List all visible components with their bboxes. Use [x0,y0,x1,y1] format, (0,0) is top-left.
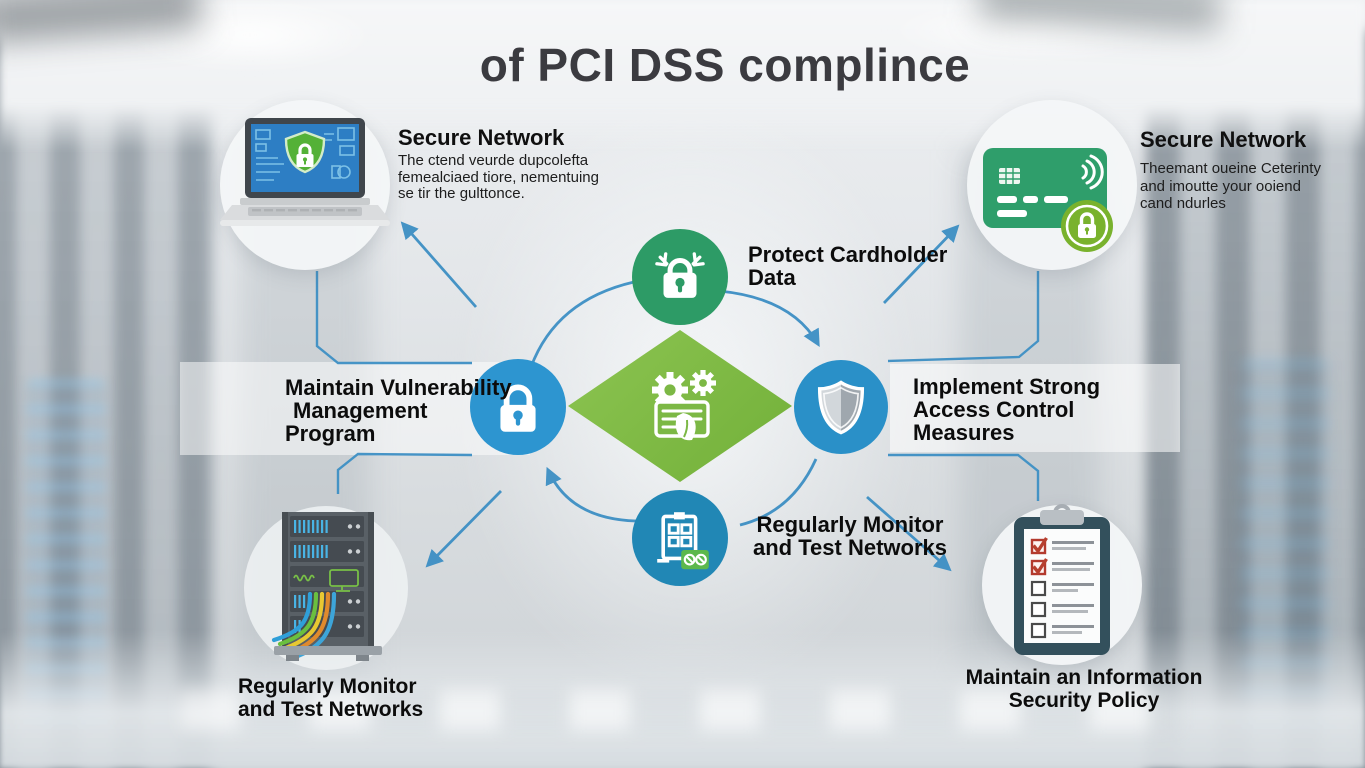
shield-icon [817,380,865,435]
secure-network-laptop-node [220,100,390,270]
vulnerability-label: Maintain Vulnerability Management Progra… [285,375,512,446]
secure-network-card-node [967,100,1137,270]
credit-card-lock-icon [983,148,1113,252]
vulnerability-node [470,359,566,455]
secure-network-right-text: Secure Network Theemant oueine Ceterinty… [1140,128,1360,213]
policy-caption: Maintain an Information Security Policy [965,666,1203,712]
node-line: se tir the gulttonce. [398,185,525,202]
node-line: and imoutte your ooiend [1140,177,1301,195]
gears-document-icon [652,370,716,441]
node-heading: Secure Network [1140,127,1307,152]
padlock-icon [500,384,536,432]
broken-lock-icon [655,252,705,298]
node-line: femealciaed tiore, nementuing [398,168,599,186]
server-rack-node [244,506,408,670]
checklist-clipboard-icon [1014,504,1110,655]
node-heading: Secure Network [398,125,565,150]
server-rack-icon [271,512,382,661]
access-control-node [794,360,888,454]
node-line: Theemant oueine Ceterinty [1140,160,1321,177]
access-control-label: Implement Strong Access Control Measures [913,374,1101,445]
secure-network-left-text: Secure Network The ctend veurde dupcolef… [398,126,658,203]
monitor-test-node [632,490,728,586]
laptop-shield-icon [220,118,390,226]
node-line: cand ndurles [1140,195,1226,212]
node-line: The ctend veurde dupcolefta [398,152,589,169]
page-title: of PCI DSS complince [479,39,971,91]
monitor-center-label: Regularly Monitor and Test Networks [753,512,947,560]
protect-cardholder-node [632,229,728,325]
monitor-bottom-caption: Regularly Monitor and Test Networks [238,675,424,721]
highlight-band-right [890,364,1180,452]
audit-window-icon [657,512,709,570]
security-policy-node [982,504,1142,665]
protect-cardholder-label: Protect Cardholder Data [748,242,948,290]
